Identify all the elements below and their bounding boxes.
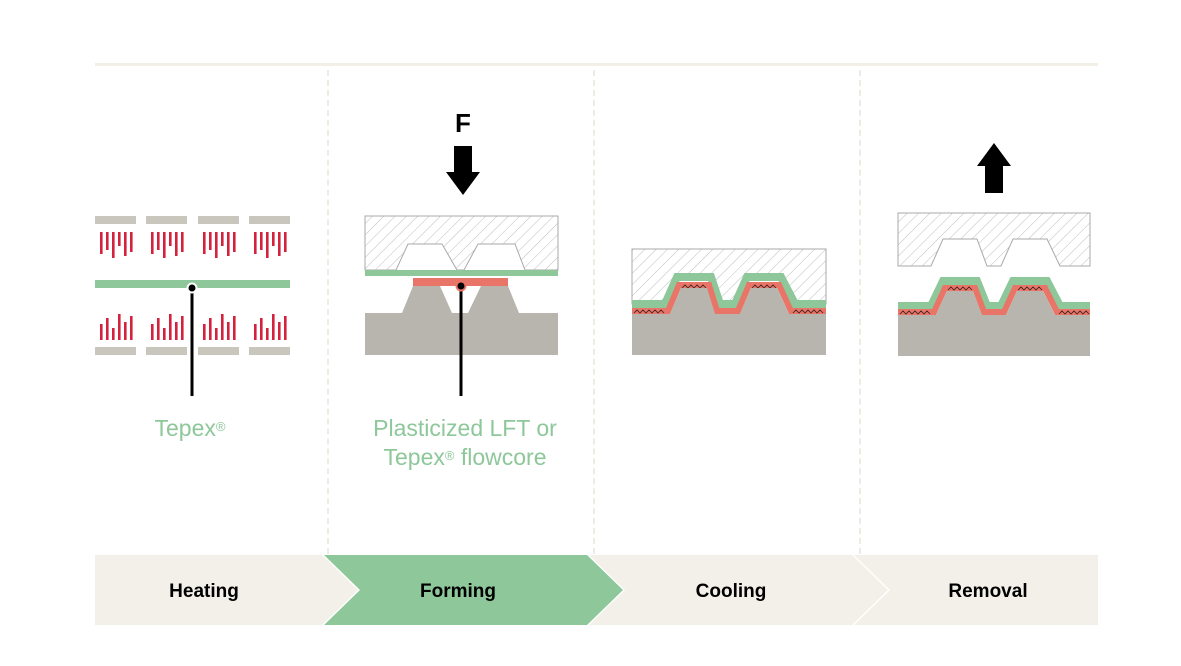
step-forming	[324, 555, 623, 625]
fiber-bar	[151, 232, 154, 254]
forming-illustration	[364, 146, 559, 396]
fiber-bar	[175, 232, 178, 256]
tepex-label-reg: ®	[215, 419, 226, 434]
fiber-bar	[227, 232, 230, 256]
fiber-bar	[260, 232, 263, 250]
tepex-label-name: Tepex	[154, 415, 216, 441]
fiber-bar	[209, 232, 212, 250]
fiber-bar	[284, 232, 287, 252]
heating-illustration	[95, 216, 290, 396]
fiber-bar	[130, 232, 133, 252]
step-removal	[854, 555, 1098, 625]
fiber-bar	[254, 324, 257, 340]
step-heating-label: Heating	[169, 581, 239, 602]
fiber-bar	[227, 322, 230, 340]
stage-divider	[327, 70, 329, 554]
closed-lower-mold	[632, 288, 826, 355]
raised-upper-mold	[897, 212, 1091, 267]
heater-fibers-bottom	[100, 314, 287, 340]
finished-lft-layer	[898, 285, 1090, 315]
fiber-bar	[266, 232, 269, 258]
fiber-bar	[124, 232, 127, 256]
fiber-bar	[233, 316, 236, 340]
step-cooling	[589, 555, 888, 625]
step-heating	[95, 555, 358, 625]
fiber-bar	[215, 232, 218, 258]
fiber-bar	[221, 314, 224, 340]
fiber-bar	[254, 232, 257, 254]
fiber-bar	[100, 324, 103, 340]
step-cooling-label: Cooling	[696, 581, 767, 602]
lft-label-tepex: Tepex	[383, 444, 445, 470]
stage-divider	[859, 70, 861, 554]
fiber-bar	[100, 232, 103, 254]
finished-tepex-layer	[898, 277, 1090, 310]
fiber-bar	[215, 328, 218, 340]
fiber-bar	[278, 232, 281, 256]
fiber-bar	[209, 318, 212, 340]
force-label: F	[455, 108, 471, 138]
fiber-bar	[163, 232, 166, 258]
step-forming-label: Forming	[420, 581, 496, 602]
lft-label: Plasticized LFT or Tepex® flowcore	[345, 414, 585, 472]
fiber-bar	[124, 322, 127, 340]
lft-label-flowcore: flowcore	[454, 444, 547, 470]
fiber-bar	[175, 322, 178, 340]
fiber-bar	[221, 232, 224, 246]
lift-arrow-up-icon	[977, 143, 1011, 193]
fiber-bar	[112, 232, 115, 258]
heater-plates-top	[95, 216, 290, 224]
fiber-bar	[130, 316, 133, 340]
formed-tepex-layer	[632, 273, 826, 308]
process-steps: Heating Forming Cooling Removal	[95, 555, 1098, 625]
removal-lower-mold	[898, 291, 1090, 356]
lft-label-reg: ®	[444, 448, 455, 463]
tepex-label: Tepex®	[130, 414, 250, 443]
fiber-bar	[157, 318, 160, 340]
fiber-bar	[106, 232, 109, 250]
fiber-bar	[181, 232, 184, 252]
fiber-bar	[203, 324, 206, 340]
removal-illustration	[897, 143, 1091, 356]
fiber-bar	[278, 322, 281, 340]
finished-fiber-texture	[899, 286, 1090, 315]
fiber-bar	[203, 232, 206, 254]
fiber-bar	[157, 232, 160, 250]
fiber-bar	[169, 232, 172, 246]
formed-lft-layer	[632, 282, 826, 314]
heater-plates-bottom	[95, 347, 290, 355]
upper-mold	[364, 215, 559, 271]
step-removal-label: Removal	[948, 581, 1027, 602]
stage-divider	[593, 70, 595, 554]
closed-upper-mold	[631, 248, 827, 305]
force-arrow-down-icon	[446, 146, 480, 195]
fiber-bar	[260, 318, 263, 340]
fiber-bar	[266, 328, 269, 340]
tepex-leader-dot	[186, 282, 198, 294]
top-rule	[95, 63, 1098, 66]
fiber-bar	[118, 232, 121, 246]
tepex-layer	[365, 270, 558, 276]
fiber-bar	[163, 328, 166, 340]
fiber-bar	[112, 328, 115, 340]
heater-fibers-top	[100, 232, 287, 258]
fiber-bar	[233, 232, 236, 252]
fiber-bar	[118, 314, 121, 340]
lft-label-line1: Plasticized LFT or	[373, 415, 557, 441]
fiber-bar	[151, 324, 154, 340]
fiber-bar	[272, 314, 275, 340]
lft-label-line2: Tepex® flowcore	[345, 443, 585, 472]
fiber-bar	[272, 232, 275, 246]
fiber-bar	[284, 316, 287, 340]
fiber-bar	[181, 316, 184, 340]
fiber-bar	[106, 318, 109, 340]
cooling-illustration	[631, 248, 827, 355]
lft-leader-dot	[455, 280, 467, 292]
fiber-bar	[169, 314, 172, 340]
